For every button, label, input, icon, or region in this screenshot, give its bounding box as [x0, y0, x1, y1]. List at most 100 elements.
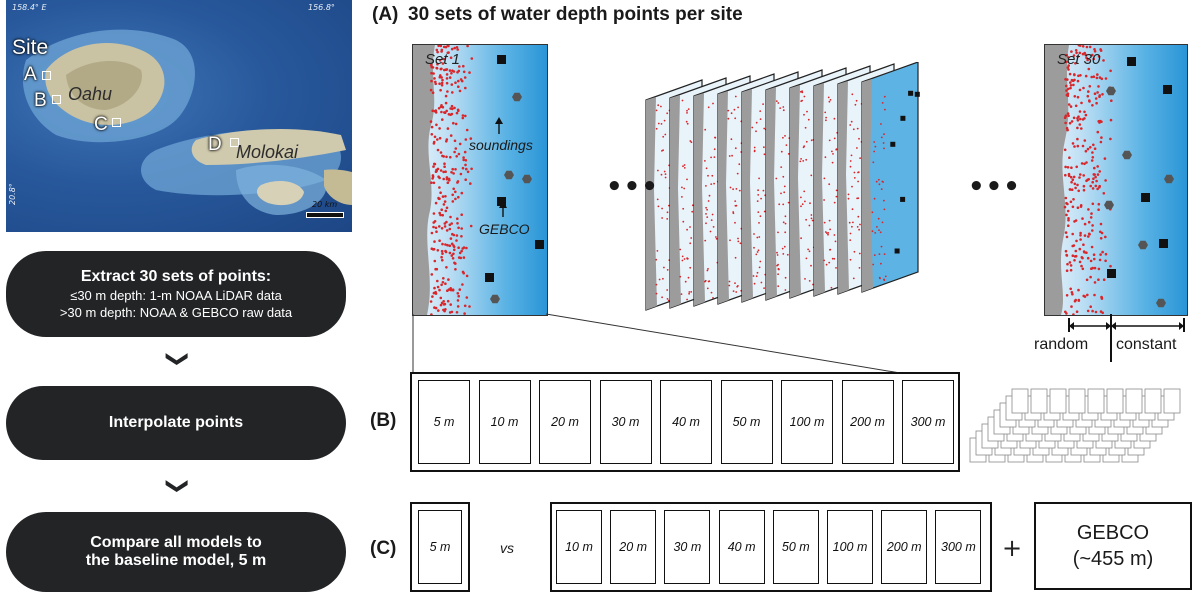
- lidar-point: [780, 192, 782, 195]
- lidar-point: [1066, 166, 1070, 169]
- lidar-point: [787, 153, 790, 155]
- flow-step-interpolate-title: Interpolate points: [108, 414, 244, 431]
- lidar-point: [849, 165, 852, 168]
- lidar-point: [883, 133, 885, 136]
- lidar-point: [442, 277, 445, 280]
- lidar-point: [858, 228, 860, 231]
- lidar-point: [657, 205, 660, 208]
- lidar-point: [879, 231, 882, 234]
- lidar-point: [835, 189, 838, 192]
- lidar-point: [872, 161, 875, 164]
- lidar-point: [737, 106, 739, 109]
- model-box-10m: 10 m: [478, 380, 531, 464]
- lidar-point: [776, 264, 778, 267]
- lidar-point: [880, 123, 882, 125]
- lidar-point: [851, 225, 853, 228]
- lidar-point: [873, 141, 876, 143]
- gebco-model-box: GEBCO (~455 m): [1034, 502, 1192, 590]
- lidar-point: [681, 255, 684, 258]
- lidar-point: [451, 288, 455, 291]
- lidar-point: [1079, 231, 1082, 235]
- lidar-point: [705, 185, 707, 187]
- lidar-point: [430, 79, 433, 83]
- stacked-model-row: [1011, 388, 1181, 414]
- lidar-point: [443, 200, 447, 203]
- lidar-point: [1074, 186, 1077, 190]
- lidar-point: [758, 236, 761, 238]
- lidar-point: [1065, 213, 1068, 217]
- lidar-point: [824, 111, 827, 114]
- lidar-point: [847, 197, 850, 200]
- lidar-point: [1097, 202, 1101, 206]
- set-stack: [645, 62, 920, 311]
- gebco-point: [1127, 57, 1136, 66]
- lidar-point: [849, 239, 852, 242]
- lidar-point: [734, 147, 737, 150]
- plus-sign: +: [1002, 534, 1023, 562]
- lidar-point: [687, 108, 690, 110]
- lidar-point: [1090, 159, 1094, 162]
- lidar-point: [436, 279, 439, 283]
- lidar-point: [833, 117, 836, 120]
- lidar-point: [1068, 156, 1071, 159]
- lidar-point: [763, 127, 766, 130]
- lidar-point: [1075, 165, 1078, 169]
- lidar-point: [756, 271, 759, 274]
- lidar-point: [739, 242, 742, 245]
- lidar-point: [432, 165, 435, 168]
- lidar-point: [455, 239, 458, 242]
- lidar-point: [1066, 209, 1070, 213]
- lidar-point: [455, 155, 458, 158]
- compared-model-box-10m: 10 m: [556, 510, 602, 584]
- lidar-point: [462, 158, 465, 162]
- lidar-point: [1071, 79, 1074, 82]
- lidar-point: [706, 269, 709, 272]
- vs-label: vs: [500, 540, 514, 556]
- lidar-point: [777, 231, 779, 234]
- lidar-point: [784, 289, 787, 291]
- lidar-point: [1098, 95, 1101, 98]
- lidar-point: [689, 266, 692, 269]
- lidar-point: [1088, 45, 1092, 49]
- lidar-point: [683, 187, 686, 190]
- lidar-point: [1073, 95, 1077, 98]
- lidar-point: [1082, 184, 1086, 188]
- lidar-point: [446, 127, 450, 130]
- lidar-point: [456, 222, 459, 225]
- lidar-point: [436, 138, 439, 141]
- lidar-point: [681, 259, 684, 262]
- lidar-point: [439, 296, 443, 300]
- lidar-point: [666, 218, 669, 220]
- lidar-point: [689, 140, 692, 142]
- lidar-point: [1063, 205, 1067, 209]
- lidar-point: [1068, 121, 1072, 125]
- lidar-point: [1096, 91, 1099, 94]
- lidar-point: [442, 308, 445, 312]
- lidar-point: [1088, 85, 1092, 88]
- lidar-point: [451, 107, 454, 111]
- lidar-point: [1098, 258, 1102, 262]
- lidar-point: [440, 76, 443, 79]
- set-30-points: [1045, 45, 1174, 315]
- lidar-point: [1069, 175, 1073, 179]
- panel-a-label: (A): [372, 4, 399, 25]
- lidar-point: [663, 170, 666, 173]
- lidar-point: [686, 298, 688, 301]
- lidar-point: [440, 110, 443, 114]
- lidar-point: [444, 170, 447, 173]
- lidar-point: [444, 282, 447, 285]
- lidar-point: [856, 127, 859, 130]
- gebco-point: [894, 248, 900, 254]
- lidar-point: [431, 174, 435, 177]
- lidar-point: [757, 249, 760, 252]
- lidar-point: [1081, 52, 1085, 56]
- lidar-point: [759, 260, 762, 263]
- lidar-point: [835, 195, 838, 198]
- lidar-point: [1109, 137, 1112, 141]
- lidar-point: [680, 293, 683, 295]
- lidar-point: [1069, 86, 1072, 90]
- lidar-point: [1093, 92, 1097, 95]
- lidar-point: [777, 273, 779, 276]
- lidar-point: [441, 213, 444, 217]
- lidar-point: [464, 114, 467, 118]
